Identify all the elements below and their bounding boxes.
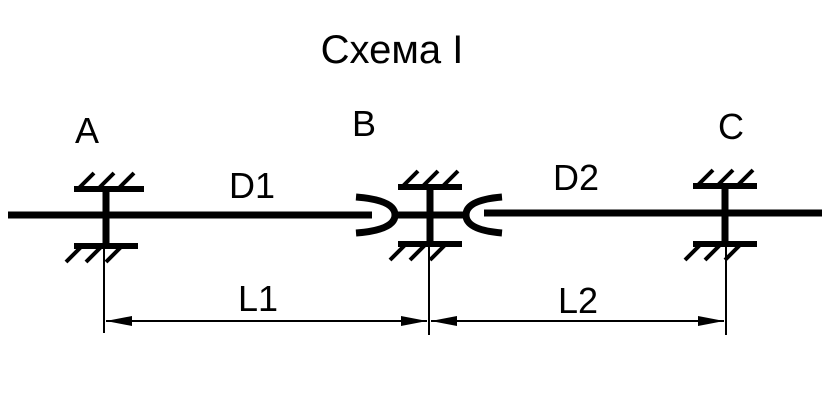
extension-lines [103, 244, 727, 335]
support-a [64, 171, 144, 264]
support-label-c: C [718, 106, 744, 147]
support-label-b: B [352, 103, 376, 144]
length-label-l2: L2 [558, 280, 598, 321]
diagram-title: Схема I [321, 28, 464, 72]
shaft-label-d2: D2 [553, 157, 599, 198]
shaft-label-d1: D1 [229, 165, 275, 206]
dimension-line-l2 [431, 316, 724, 326]
dimension-line-l1 [106, 316, 427, 326]
support-b [388, 169, 462, 262]
length-label-l1: L1 [238, 278, 278, 319]
support-label-a: A [75, 110, 99, 151]
